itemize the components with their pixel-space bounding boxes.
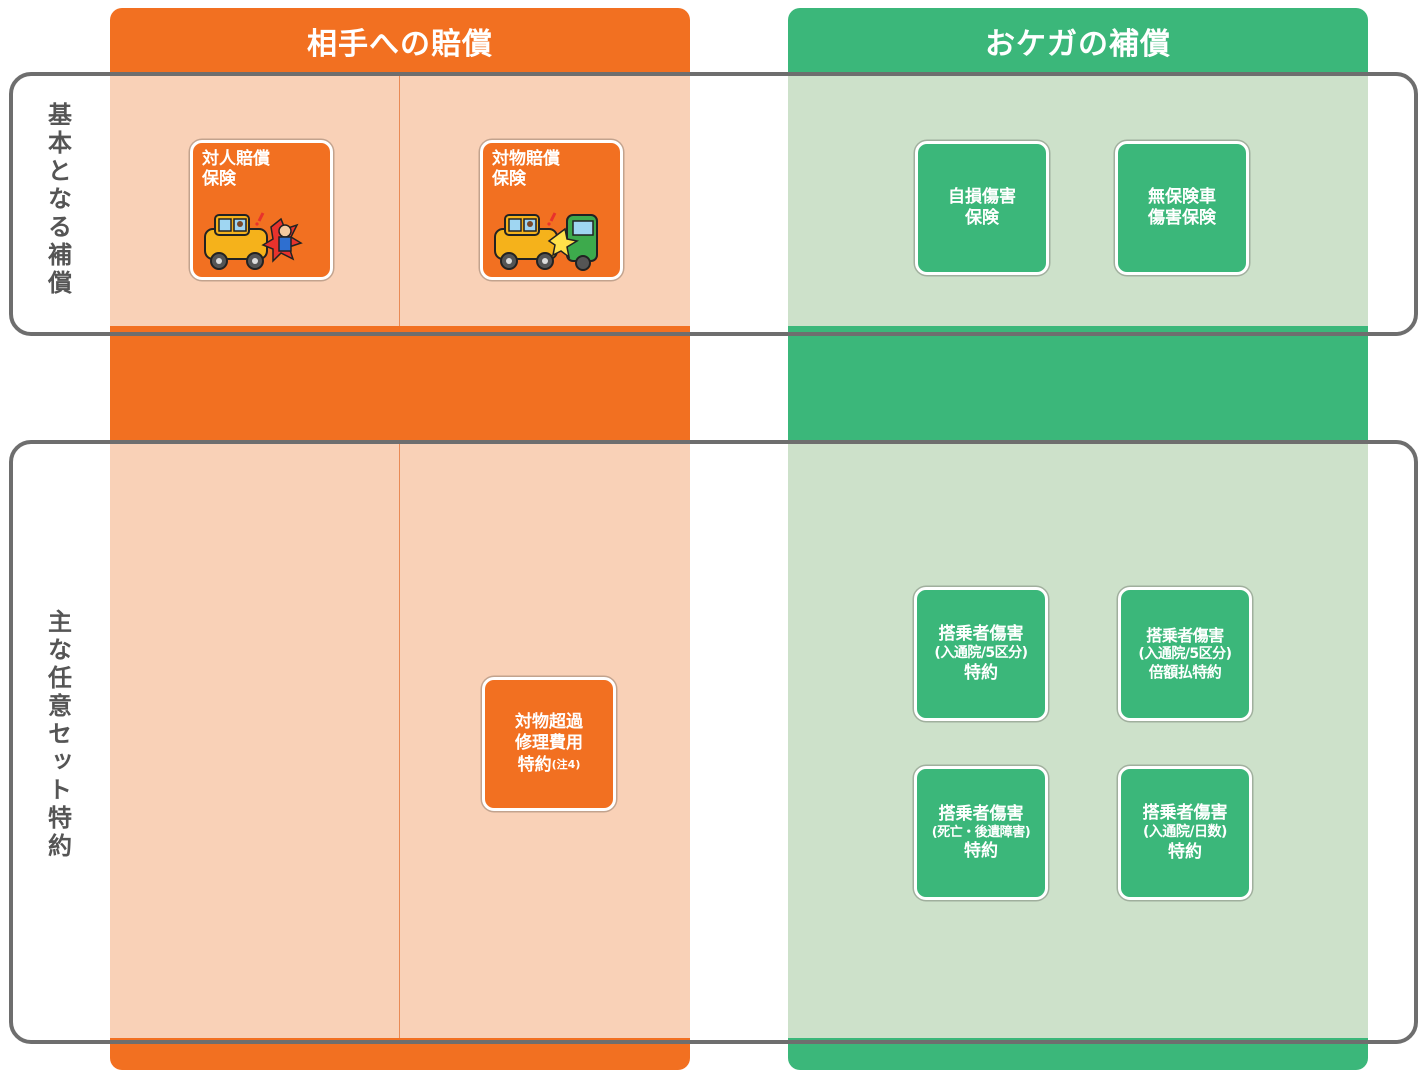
tile-label-line: (入通院/5区分) (934, 645, 1028, 662)
column-title-injury: おケガの補償 (985, 27, 1171, 62)
tile-label-line: 対物超過 (515, 712, 583, 733)
car-hits-person-icon (204, 212, 303, 270)
row-basic-frame (9, 72, 1418, 336)
tile-label-line: 搭乗者傷害 (1146, 625, 1224, 645)
row-label-basic: 基本となる補償 (43, 102, 72, 298)
tile-passenger-injury-5class-double[interactable]: 搭乗者傷害 (入通院/5区分) 倍額払特約 (1118, 587, 1252, 721)
column-title-liability: 相手への賠償 (307, 27, 493, 62)
tile-property-excess-repair[interactable]: 対物超過 修理費用 特約(注4) (482, 677, 616, 811)
tile-label-line: 搭乗者傷害 (938, 803, 1024, 824)
injury-optional-panel (788, 442, 1368, 1038)
tile-label-line: 特約 (1168, 841, 1202, 862)
tile-uninsured-motorist[interactable]: 無保険車 傷害保険 (1115, 141, 1249, 275)
tile-passenger-injury-death[interactable]: 搭乗者傷害 (死亡・後遺障害) 特約 (914, 766, 1048, 900)
tile-label-line: 保険 (965, 208, 999, 228)
tile-label-line: 自損傷害 (948, 186, 1016, 207)
tile-label: 対物賠償 保険 (492, 149, 560, 190)
tile-label-line: 対物賠償 (492, 149, 560, 169)
tile-passenger-injury-days[interactable]: 搭乗者傷害 (入通院/日数) 特約 (1118, 766, 1252, 900)
tile-label-line: 特約 (964, 662, 998, 683)
tile-label-line: 特約 (517, 754, 552, 775)
tile-label-line: 保険 (492, 169, 526, 190)
tile-label-line: 修理費用 (515, 733, 583, 754)
tile-label-line: (入通院/日数) (1143, 824, 1227, 841)
tile-label-line: 対人賠償 (202, 149, 270, 169)
tile-property-damage-liability[interactable]: 対物賠償 保険 (480, 140, 623, 280)
row-optional-frame (9, 440, 1418, 1044)
divider (399, 442, 400, 1038)
tile-passenger-injury-5class[interactable]: 搭乗者傷害 (入通院/5区分) 特約 (914, 587, 1048, 721)
tile-label-line: (死亡・後遺障害) (931, 824, 1031, 840)
tile-self-inflicted-injury[interactable]: 自損傷害 保険 (915, 141, 1049, 275)
tile-label-line: 特約 (964, 841, 998, 862)
injury-basic-panel (788, 74, 1368, 326)
tile-label-line: 搭乗者傷害 (1142, 803, 1228, 823)
footnote-mark: (注4) (551, 757, 581, 771)
tile-label-line: 倍額払特約 (1148, 663, 1222, 682)
divider (399, 74, 400, 326)
row-label-optional: 主な任意セット特約 (43, 609, 72, 861)
tile-label-line: 保険 (202, 169, 236, 190)
tile-label-line: (入通院/5区分) (1138, 645, 1232, 662)
tile-label-line: 傷害保険 (1148, 208, 1216, 228)
tile-label-line: 無保険車 (1148, 186, 1216, 207)
tile-bodily-injury-liability[interactable]: 対人賠償 保険 (190, 140, 333, 280)
tile-label-line: 搭乗者傷害 (938, 624, 1024, 644)
column-injury: おケガの補償 (788, 8, 1368, 1070)
tile-label: 対人賠償 保険 (202, 149, 270, 190)
car-collision-icon (494, 212, 598, 271)
